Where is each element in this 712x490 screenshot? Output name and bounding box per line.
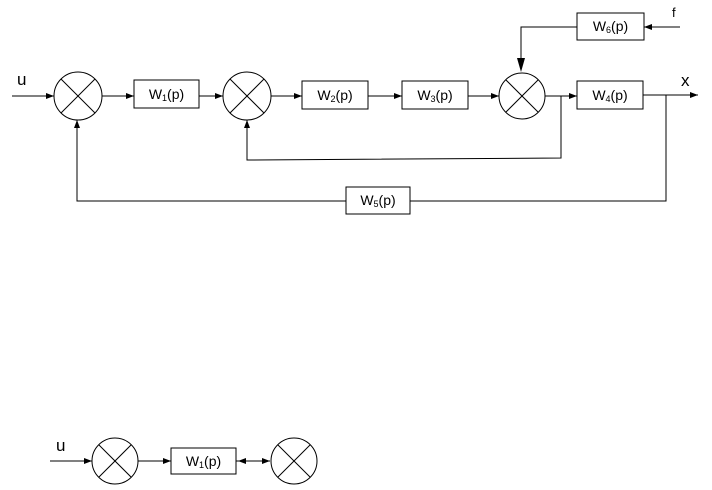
block-w6-label: W bbox=[593, 18, 607, 34]
svg-text:W1(p): W1(p) bbox=[149, 86, 184, 103]
inner-feedback-wire bbox=[246, 96, 562, 161]
arrow-s3-in bbox=[491, 93, 499, 99]
block-w1-sub: 1 bbox=[162, 93, 167, 103]
block-w5-sub: 5 bbox=[374, 199, 379, 209]
arrow-w2-in bbox=[294, 93, 302, 99]
block-w2: W2(p) bbox=[301, 80, 369, 110]
block-w2-sub: 2 bbox=[331, 94, 336, 104]
outer-feedback-arrow bbox=[74, 120, 80, 128]
block-w1: W1(p) bbox=[133, 79, 200, 109]
svg-text:W3(p): W3(p) bbox=[417, 87, 452, 104]
partial-arrow-w1-in bbox=[163, 458, 171, 464]
block-w4-label: W bbox=[592, 87, 606, 103]
partial-block-w1-label: W bbox=[186, 453, 200, 469]
partial-arrow-s2-in bbox=[262, 458, 270, 464]
summing-junction-3 bbox=[498, 72, 546, 120]
summing-junction-2 bbox=[222, 71, 272, 121]
arrow-w1-in bbox=[126, 93, 134, 99]
svg-text:W2(p): W2(p) bbox=[317, 87, 352, 104]
block-w1-suffix: (p) bbox=[167, 86, 184, 102]
disturbance-signal-label: f bbox=[672, 5, 676, 20]
block-w2-label: W bbox=[317, 87, 331, 103]
arrow-s2-in bbox=[215, 93, 223, 99]
partial-summing-junction-1 bbox=[91, 437, 139, 485]
disturbance-arrow bbox=[644, 24, 652, 30]
block-w5-label: W bbox=[360, 192, 374, 208]
block-w5-suffix: (p) bbox=[379, 192, 396, 208]
summing-junction-1 bbox=[53, 71, 103, 121]
block-w6: W6(p) bbox=[576, 12, 645, 41]
partial-arrow-w1-back bbox=[238, 458, 246, 464]
outer-feedback-wire-right bbox=[410, 95, 667, 202]
partial-block-w1: W1(p) bbox=[170, 447, 237, 475]
block-w5: W5(p) bbox=[345, 186, 411, 215]
output-arrow bbox=[690, 92, 698, 98]
partial-summing-junction-2 bbox=[270, 437, 318, 485]
block-w3-sub: 3 bbox=[431, 94, 436, 104]
svg-text:W1(p): W1(p) bbox=[186, 453, 221, 470]
arrow-w3-in bbox=[394, 93, 402, 99]
arrow-w4-in bbox=[569, 93, 577, 99]
partial-input-signal-label: u bbox=[56, 436, 65, 455]
block-w6-sub: 6 bbox=[606, 25, 611, 35]
block-w4: W4(p) bbox=[576, 80, 644, 110]
input-signal-label: u bbox=[17, 70, 26, 89]
block-w6-suffix: (p) bbox=[611, 18, 628, 34]
partial-block-w1-suffix: (p) bbox=[204, 453, 221, 469]
block-w4-suffix: (p) bbox=[611, 87, 628, 103]
block-w3-label: W bbox=[417, 87, 431, 103]
block-w2-suffix: (p) bbox=[336, 87, 353, 103]
svg-text:W4(p): W4(p) bbox=[592, 87, 627, 104]
partial-block-w1-sub: 1 bbox=[199, 460, 204, 470]
svg-text:W6(p): W6(p) bbox=[593, 18, 628, 35]
w6-to-s3-wire bbox=[520, 26, 577, 70]
partial-input-arrow bbox=[84, 458, 92, 464]
output-signal-label: x bbox=[681, 71, 690, 90]
inner-feedback-arrow bbox=[244, 120, 250, 128]
block-w3-suffix: (p) bbox=[436, 87, 453, 103]
input-arrow bbox=[46, 93, 54, 99]
outer-feedback-wire-left bbox=[76, 120, 346, 202]
svg-text:W5(p): W5(p) bbox=[360, 192, 395, 209]
w6-to-s3-arrow bbox=[517, 58, 525, 72]
block-w4-sub: 4 bbox=[606, 94, 611, 104]
block-w1-label: W bbox=[149, 86, 163, 102]
block-w3: W3(p) bbox=[401, 80, 469, 110]
